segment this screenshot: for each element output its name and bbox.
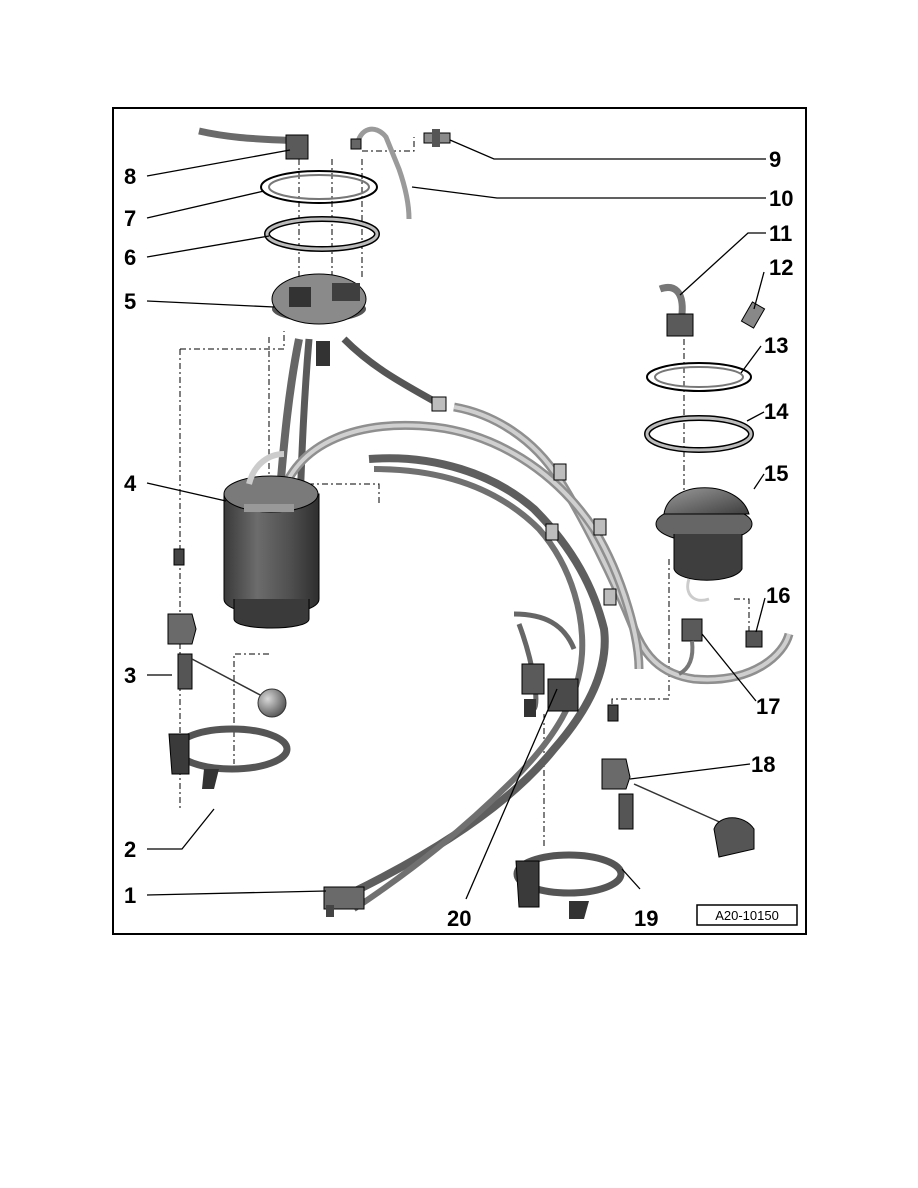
callout-9: 9: [769, 147, 781, 172]
harness-clips: [431, 396, 617, 606]
reference-code-box: A20-10150: [696, 904, 798, 926]
part-10-breather-hose: [350, 126, 412, 220]
part-8-connector: [198, 127, 309, 160]
diagram-frame: 1 2 3 4 5 6 7 8 9 10 11 12 13 14 15 16 1…: [112, 107, 807, 935]
callout-4: 4: [124, 471, 137, 496]
callout-2: 2: [124, 837, 136, 862]
part-15-reservoir-dome: [655, 487, 753, 602]
part-7-locking-ring: [260, 170, 378, 204]
callout-8: 8: [124, 164, 136, 189]
part-19-retaining-bracket: [513, 851, 625, 919]
part-11-hose: [658, 284, 694, 337]
part-5-flange: [271, 273, 367, 366]
callout-18: 18: [751, 752, 775, 777]
part-13-locking-ring: [646, 362, 752, 392]
callout-1: 1: [124, 883, 136, 908]
part-6-seal: [264, 216, 380, 252]
hoses-and-harness: [274, 336, 794, 912]
float-ball: [257, 688, 287, 718]
part-16-connector: [745, 630, 763, 648]
callout-7: 7: [124, 206, 136, 231]
part-12-fitting: [740, 301, 766, 329]
part-20-connectors: [521, 663, 579, 717]
part-17-connector: [677, 618, 703, 676]
leader-lines: [146, 139, 766, 900]
callout-6: 6: [124, 245, 136, 270]
callout-19: 19: [634, 906, 658, 931]
part-1-main-connector: [323, 886, 365, 917]
callout-20: 20: [447, 906, 471, 931]
callout-12: 12: [769, 255, 793, 280]
exploded-parts-diagram: 1 2 3 4 5 6 7 8 9 10 11 12 13 14 15 16 1…: [124, 126, 798, 931]
part-3-level-sender: [167, 548, 265, 698]
callout-10: 10: [769, 186, 793, 211]
part-14-seal: [644, 415, 754, 453]
part-4-fuel-pump-canister: [223, 451, 320, 629]
reference-code: A20-10150: [715, 908, 779, 923]
callout-16: 16: [766, 583, 790, 608]
callout-3: 3: [124, 663, 136, 688]
callout-11: 11: [769, 221, 792, 246]
part-9-small-connector: [423, 129, 451, 147]
callout-14: 14: [764, 399, 789, 424]
part-18-level-sender: [601, 704, 755, 858]
callout-17: 17: [756, 694, 780, 719]
callout-15: 15: [764, 461, 788, 486]
callout-labels: 1 2 3 4 5 6 7 8 9 10 11 12 13 14 15 16 1…: [124, 147, 793, 931]
part-2-retaining-bracket: [168, 725, 291, 789]
callout-13: 13: [764, 333, 788, 358]
callout-5: 5: [124, 289, 136, 314]
